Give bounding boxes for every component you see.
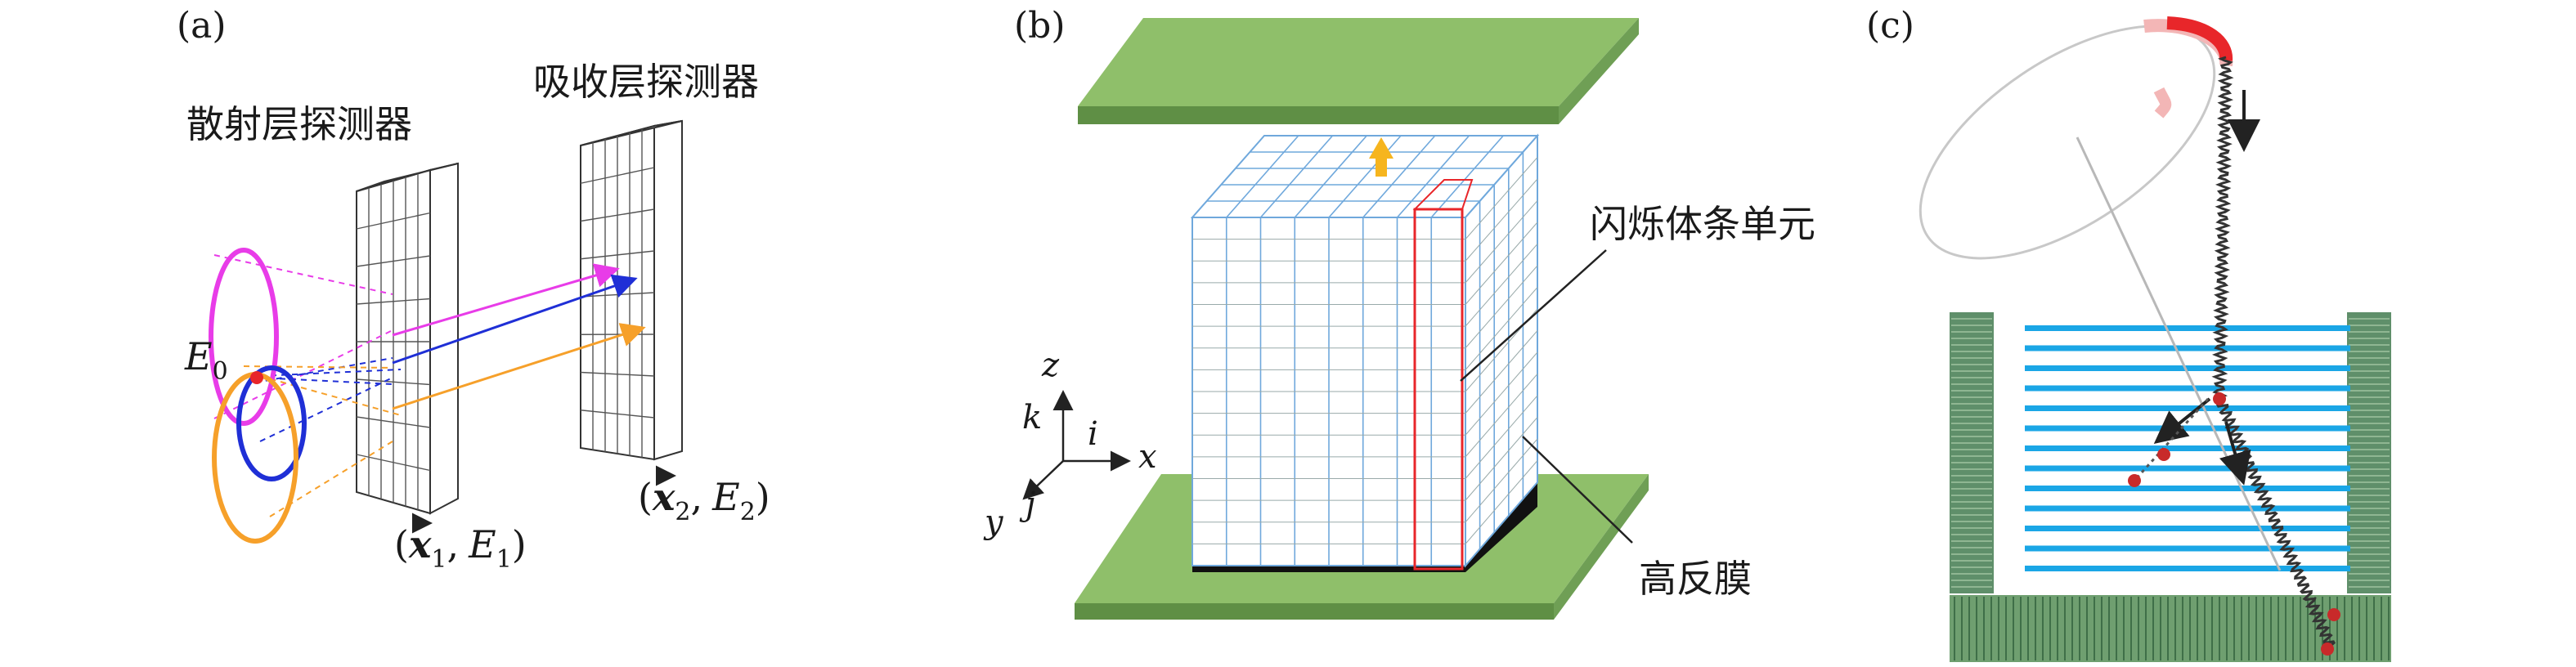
panel-a-label: (a) (177, 5, 227, 47)
absorb-detector-label: 吸收层探测器 (533, 60, 759, 104)
scatter-arrow-down (2219, 421, 2251, 486)
upward-arrow (1369, 137, 1393, 177)
scatter-detector-plate (356, 162, 459, 515)
interaction-point (250, 371, 263, 384)
ring-segment-highlight (2166, 16, 2233, 61)
svg-text:(x2,E2): (x2,E2) (638, 475, 770, 526)
interaction-point-2 (2157, 448, 2170, 461)
interaction-point-4 (2327, 608, 2340, 621)
ray-arrows (259, 263, 646, 416)
axis-x-label: x (1138, 438, 1157, 476)
svg-text:(x1,E1): (x1,E1) (394, 522, 527, 574)
interaction-point-1 (2213, 392, 2226, 405)
photon-wavy-path (2211, 56, 2234, 399)
interaction-point-3 (2128, 474, 2141, 487)
strip-callout-line (1460, 249, 1607, 382)
magenta-ellipse (209, 248, 279, 426)
scintillator-block (1190, 133, 1540, 572)
interaction-point-5 (2321, 642, 2334, 656)
photon-wavy-path-2 (2216, 401, 2336, 647)
orange-ray (392, 323, 646, 410)
scintillator-strip-label: 闪烁体条单元 (1590, 202, 1815, 246)
axis-k-label: k (1022, 399, 1042, 436)
scatter-detector-label: 散射层探测器 (186, 102, 412, 146)
panel-b: (b) (983, 5, 1815, 620)
left-side-block (1950, 312, 1994, 593)
reflective-film-label: 高反膜 (1639, 557, 1752, 601)
axis-i-label: i (1088, 415, 1098, 453)
x2-E2-label: (x2,E2) (638, 465, 770, 526)
panel-c: (c) (1866, 5, 2391, 662)
scintillator-strips (2025, 325, 2350, 571)
panel-b-label: (b) (1014, 5, 1066, 47)
panel-a: (a) 散射层探测器 吸收层探测器 (177, 5, 770, 574)
panel-c-label: (c) (1866, 5, 1914, 47)
orange-ellipse (212, 372, 298, 544)
film-callout-line (1522, 436, 1633, 544)
blue-ellipse (236, 365, 307, 481)
E0-label: E0 (184, 334, 228, 386)
x1-E1-label: (x1,E1) (394, 513, 527, 574)
compton-ring (1919, 25, 2216, 260)
top-plate (1078, 18, 1639, 124)
axis-z-label: z (1041, 347, 1060, 384)
coordinate-axes (1022, 390, 1131, 500)
absorb-detector-plate (580, 119, 683, 461)
axis-y-label: y (983, 504, 1004, 541)
blue-ray (392, 274, 638, 365)
axis-j-label: j (1019, 486, 1035, 523)
magenta-ray (392, 263, 620, 337)
right-side-block (2347, 312, 2391, 593)
grey-track (2076, 137, 2282, 571)
